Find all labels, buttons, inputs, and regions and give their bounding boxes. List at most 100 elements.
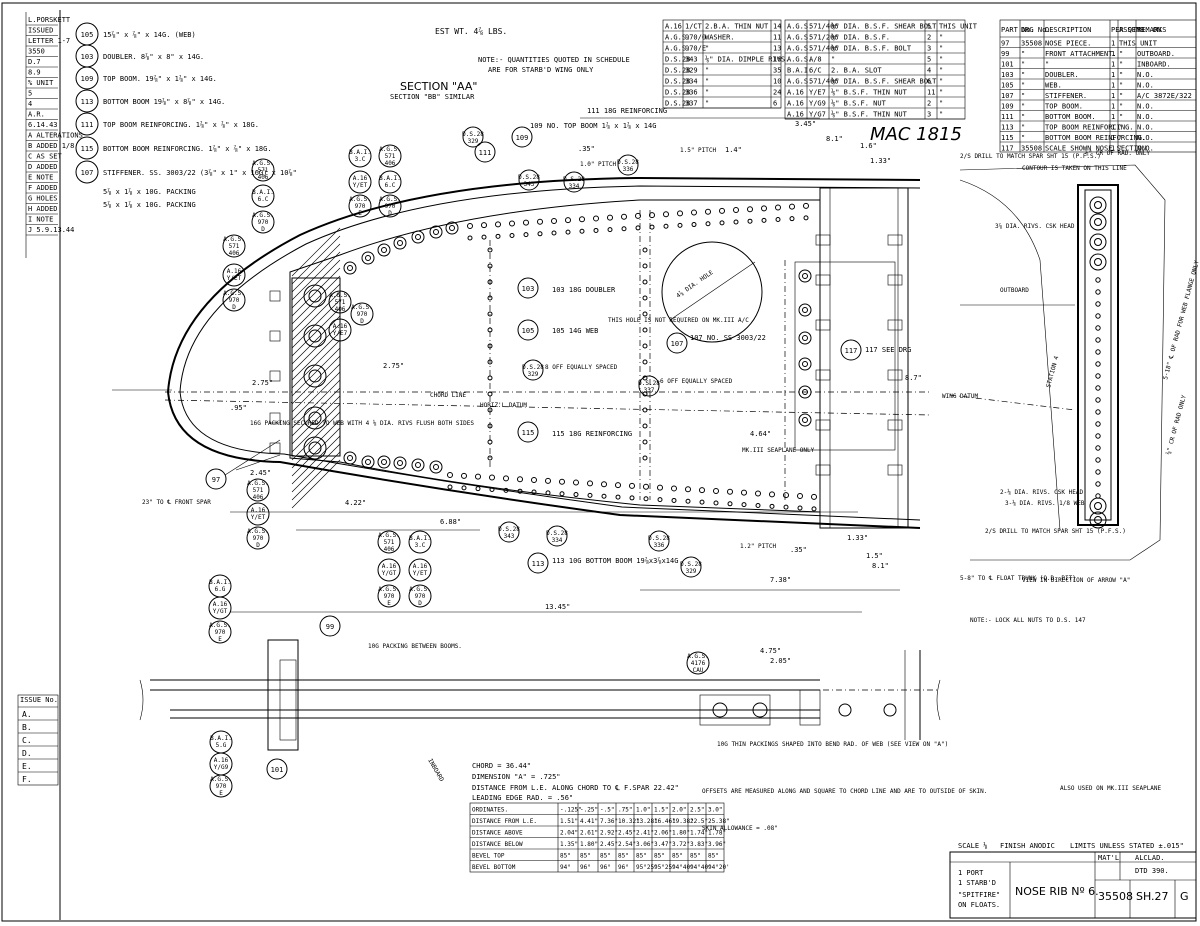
bolt-spec-text: A.16 — [353, 175, 368, 182]
schedule-cell: N.O. — [1137, 71, 1154, 79]
schedule-cell: " — [939, 34, 943, 42]
schedule-cell: WASHER. — [705, 34, 735, 42]
packing-note-2: 5⅞ x 1⅞ x 10G. PACKING — [103, 201, 196, 209]
schedule-cell: A.G.S. — [787, 45, 812, 53]
le-cell: 4.41" — [580, 818, 598, 825]
schedule-cell: FRONT ATTACHMENT. — [1045, 50, 1117, 58]
schedule-cell: N.O. — [1137, 134, 1154, 142]
le-header: 1.0" — [636, 807, 650, 814]
le-header: -.5" — [600, 807, 614, 814]
schedule-cell: " — [939, 100, 943, 108]
schedule-cell: A.G.S. — [665, 34, 690, 42]
strip-line: 6.14.43 — [28, 121, 58, 129]
dimension-label: 1.4" — [725, 146, 742, 154]
schedule-cell: ⅛" B.S.F. THIN NUT — [831, 110, 908, 119]
schedule-cell: D.S.28 — [665, 100, 690, 108]
dimension-label: .95" — [230, 404, 247, 412]
schedule-cell: " — [1021, 134, 1025, 142]
annotation: WING DATUM — [942, 393, 979, 400]
bolt-spec-text: D — [232, 304, 236, 311]
bolt-spec-text: 571 — [258, 167, 269, 174]
part-list-circle — [75, 112, 99, 136]
le-cell: DISTANCE BELOW — [472, 841, 523, 848]
bolt-spec-text: A.16 — [251, 507, 266, 514]
schedule-cell: Y/G9 — [809, 100, 826, 108]
bolt-spec-circle — [246, 526, 270, 550]
bolt-spec-text: E — [218, 636, 222, 643]
bolt-spec-circle — [378, 194, 402, 218]
bolt-labels: A.G.S.571406B.A.I.6.CA.G.S.970DA.G.S.571… — [208, 126, 710, 798]
schedule-cell: " — [1119, 71, 1123, 79]
le-cell: 1.35" — [560, 841, 578, 848]
material-spec: DTD 390. — [1135, 867, 1169, 875]
bolt-spec-text: A.16 — [213, 601, 228, 608]
bolt-spec-text: CAU — [693, 667, 704, 674]
le-cell: 2.54" — [618, 841, 636, 848]
rivet-spec-circle — [617, 154, 639, 176]
callout-circle — [511, 126, 533, 148]
bolt-spec-text: A.G.S. — [379, 196, 401, 203]
le-cell: 3.47" — [654, 841, 672, 848]
schedule-cell: 107 — [1001, 92, 1014, 100]
rivet-spec-text: D.S.28 — [498, 526, 520, 533]
strip-line: A.R. — [28, 111, 45, 119]
schedule-cell: 99 — [1001, 50, 1009, 58]
schedule-cell: N.O. — [1137, 103, 1154, 111]
schedule-cell: 97 — [1001, 40, 1009, 48]
le-cell: 1.74" — [690, 830, 708, 837]
bolt-spec-text: D — [360, 318, 364, 325]
rivet-spec-text: D.S.28 — [648, 535, 670, 542]
callout-circle — [527, 552, 549, 574]
schedule-cell: ⅛" DIA. B.S.F. — [831, 33, 890, 42]
schedule-cell: A.G.S. — [787, 78, 812, 86]
bolt-spec-text: 406 — [335, 306, 346, 313]
le-cell: 2.45" — [618, 830, 636, 837]
bolt-spec-text: A.G.S. — [252, 212, 274, 219]
schedule-cell: 1/CT — [685, 23, 703, 31]
schedule-cell: Y/G7 — [809, 111, 826, 119]
schedule-cell: A.16 — [787, 111, 804, 119]
bolt-spec-circle — [348, 194, 372, 218]
bolt-spec-text: A.G.S. — [223, 290, 245, 297]
le-radius-note: LEADING EDGE RAD. = .56" — [472, 794, 573, 802]
bolt-spec-text: 571 — [384, 539, 395, 546]
bolt-spec-circle — [348, 170, 372, 194]
rivet-spec-circle — [563, 171, 585, 193]
bolt-spec-text: 5.G — [216, 742, 227, 749]
bolt-spec-text: Y/GT — [213, 608, 228, 615]
bolt-spec-circle — [377, 530, 401, 554]
strip-line: ISSUED — [28, 27, 53, 35]
material-label: MAT'L — [1098, 854, 1119, 862]
issue-list: ISSUE No. A.B.C.D.E.F. — [17, 694, 59, 786]
schedule-cell: " — [1119, 124, 1123, 132]
le-cell: 3.72" — [672, 841, 690, 848]
bolt-spec-text: A.G.S. — [379, 146, 401, 153]
drawing-number: 35508 — [1098, 890, 1133, 903]
le-cell: 2.92" — [600, 830, 618, 837]
schedule-cell: 1 — [1111, 124, 1115, 132]
bolt-spec-circle — [378, 170, 402, 194]
annotation: 3-⅛ DIA. RIVS. 1/8 WEB — [1005, 500, 1085, 507]
dimension-label: 2.75" — [383, 362, 404, 370]
part-list-circle — [75, 160, 99, 184]
dimensions: 3.45"8.1"4.22"6.88"7.38"13.45"1.33"1.5"8… — [230, 117, 922, 665]
schedule-cell: N.O. — [1137, 124, 1154, 132]
rivet-spec-text: 343 — [524, 181, 535, 188]
schedule-cell: 3 — [927, 111, 931, 119]
callout-circle — [205, 468, 227, 490]
scale: SCALE ⅛ — [958, 841, 988, 850]
schedule-cell: " — [1119, 113, 1123, 121]
bolt-spec-text: Y/ET — [413, 570, 428, 577]
schedule-cell: BOTTOM BOOM REINFORCING. — [1045, 134, 1146, 142]
schedule-cell: 14 — [773, 23, 781, 31]
schedule-cell: " — [939, 78, 943, 86]
schedule-cell: 2 — [927, 34, 931, 42]
le-cell: 85° — [708, 853, 719, 860]
schedule-cell: OUTBOARD. — [1137, 50, 1175, 58]
le-cell: 85° — [560, 853, 571, 860]
part-list-number: 115 — [81, 145, 94, 153]
strip-line: C AS SET — [28, 153, 63, 161]
annotation: 10G PACKING BETWEEN BOOMS. — [368, 643, 462, 650]
bolt-spec-text: Y/ET — [251, 514, 266, 521]
bolt-spec-circle — [251, 184, 275, 208]
